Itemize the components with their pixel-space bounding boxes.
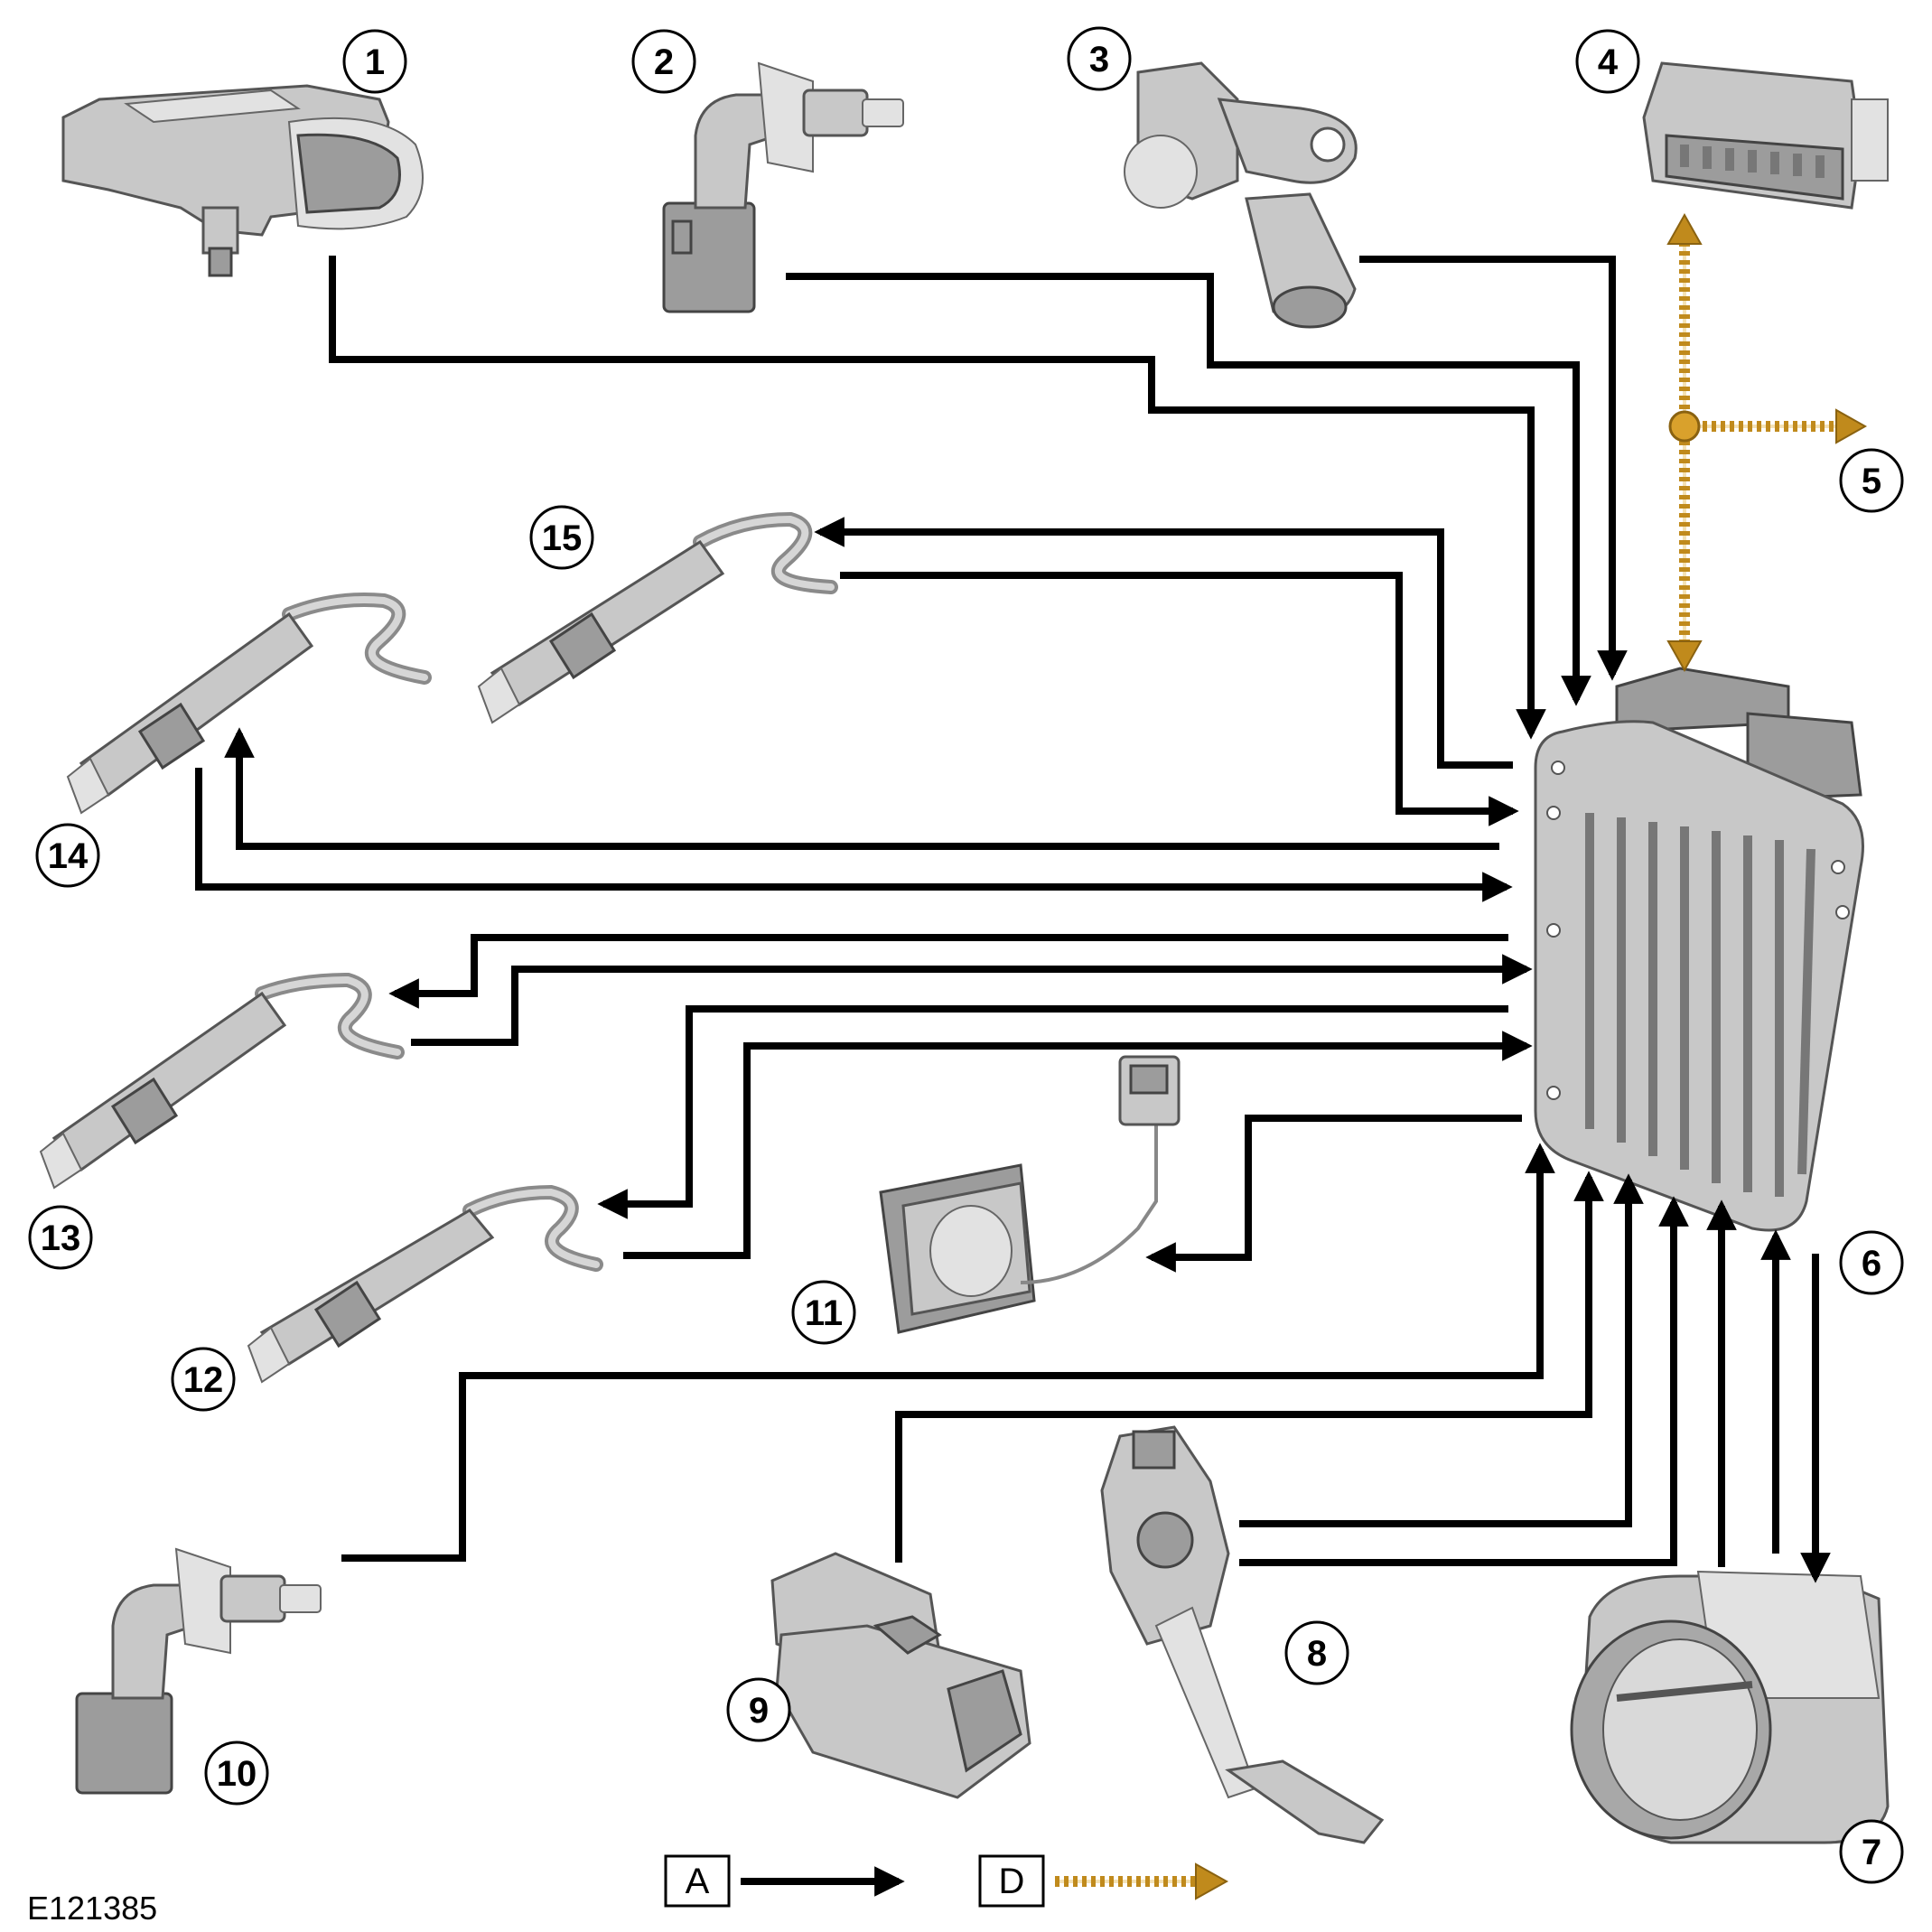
temperature-sensor-illustration-top bbox=[662, 61, 904, 313]
temperature-sensor-illustration-bottom bbox=[75, 1547, 322, 1795]
can-arrowhead-up bbox=[1666, 212, 1703, 245]
map-sensor-illustration bbox=[61, 84, 424, 277]
accelerator-pedal-illustration bbox=[1100, 1425, 1385, 1844]
callout-14: 14 bbox=[35, 823, 100, 888]
oxygen-sensor-illustration-12 bbox=[247, 1184, 603, 1384]
can-junction-dot bbox=[1668, 410, 1701, 443]
line-ecm-to-11 bbox=[1145, 1115, 1522, 1273]
svg-text:15: 15 bbox=[542, 518, 583, 558]
line-14-to-ecm bbox=[195, 768, 1513, 902]
callout-3: 3 bbox=[1067, 26, 1132, 91]
line-9-to-ecm bbox=[895, 1171, 1604, 1563]
line-13-to-ecm bbox=[411, 954, 1533, 1046]
line-ecm-to-15 bbox=[814, 517, 1513, 769]
svg-text:5: 5 bbox=[1862, 462, 1881, 501]
can-arrowhead-down bbox=[1666, 640, 1703, 673]
callout-10: 10 bbox=[204, 1741, 269, 1806]
svg-text:2: 2 bbox=[654, 42, 674, 82]
legend-a-label: A bbox=[686, 1862, 710, 1901]
svg-text:4: 4 bbox=[1598, 42, 1619, 82]
crankshaft-sensor-illustration bbox=[1124, 61, 1358, 329]
svg-text:13: 13 bbox=[41, 1218, 81, 1258]
diagnostic-connector-illustration bbox=[1642, 61, 1889, 210]
callout-9: 9 bbox=[726, 1677, 791, 1742]
callout-13: 13 bbox=[28, 1205, 93, 1270]
can-bus-connections bbox=[1666, 212, 1868, 673]
legend-hardwired: A bbox=[664, 1854, 905, 1908]
line-3-to-ecm bbox=[1359, 256, 1628, 681]
line-15-to-ecm bbox=[840, 572, 1519, 826]
hardwired-connections bbox=[195, 256, 1831, 1583]
line-ecm-to-13 bbox=[388, 934, 1508, 1009]
oxygen-sensor-illustration-15 bbox=[477, 511, 838, 724]
svg-text:3: 3 bbox=[1089, 40, 1109, 79]
line-8b-to-ecm bbox=[1239, 1196, 1689, 1566]
callout-2: 2 bbox=[631, 29, 696, 94]
svg-text:9: 9 bbox=[749, 1691, 769, 1731]
can-arrowhead-right bbox=[1835, 408, 1868, 444]
svg-text:14: 14 bbox=[48, 836, 89, 876]
legend-d-label: D bbox=[999, 1862, 1025, 1901]
callout-6: 6 bbox=[1839, 1230, 1904, 1295]
svg-text:8: 8 bbox=[1307, 1634, 1327, 1674]
line-8a-to-ecm bbox=[1239, 1173, 1644, 1527]
oxygen-sensor-illustration-14 bbox=[66, 593, 432, 815]
callout-11: 11 bbox=[791, 1280, 856, 1345]
svg-text:12: 12 bbox=[183, 1360, 224, 1400]
figure-reference: E121385 bbox=[27, 1890, 157, 1927]
oxygen-sensor-illustration-13 bbox=[39, 972, 405, 1190]
knock-sensor-illustration bbox=[879, 1055, 1181, 1334]
line-ecm-to-14 bbox=[224, 727, 1499, 850]
line-10-to-ecm bbox=[341, 1143, 1555, 1562]
line-12-to-ecm bbox=[623, 1031, 1533, 1259]
callout-12: 12 bbox=[171, 1347, 236, 1412]
callouts: 1 2 3 4 5 6 7 8 9 10 11 12 13 14 15 bbox=[28, 26, 1904, 1884]
line-ecm-to-12 bbox=[597, 1005, 1508, 1219]
legend-can-bus: D bbox=[978, 1854, 1229, 1908]
svg-text:6: 6 bbox=[1862, 1244, 1881, 1283]
connector-illustration bbox=[770, 1552, 1031, 1799]
callout-1: 1 bbox=[342, 29, 407, 94]
callout-8: 8 bbox=[1284, 1620, 1349, 1685]
callout-15: 15 bbox=[529, 505, 594, 570]
callout-4: 4 bbox=[1575, 29, 1640, 94]
svg-text:10: 10 bbox=[217, 1754, 257, 1794]
ecm-illustration bbox=[1534, 667, 1864, 1232]
callout-7: 7 bbox=[1839, 1819, 1904, 1884]
line-1-to-ecm bbox=[329, 256, 1546, 740]
throttle-body-illustration bbox=[1570, 1570, 1890, 1844]
svg-text:1: 1 bbox=[365, 42, 385, 82]
svg-text:7: 7 bbox=[1862, 1833, 1881, 1872]
legend: A D bbox=[664, 1854, 1229, 1908]
svg-text:11: 11 bbox=[805, 1293, 843, 1333]
line-2-to-ecm bbox=[786, 273, 1591, 706]
callout-5: 5 bbox=[1839, 448, 1904, 513]
